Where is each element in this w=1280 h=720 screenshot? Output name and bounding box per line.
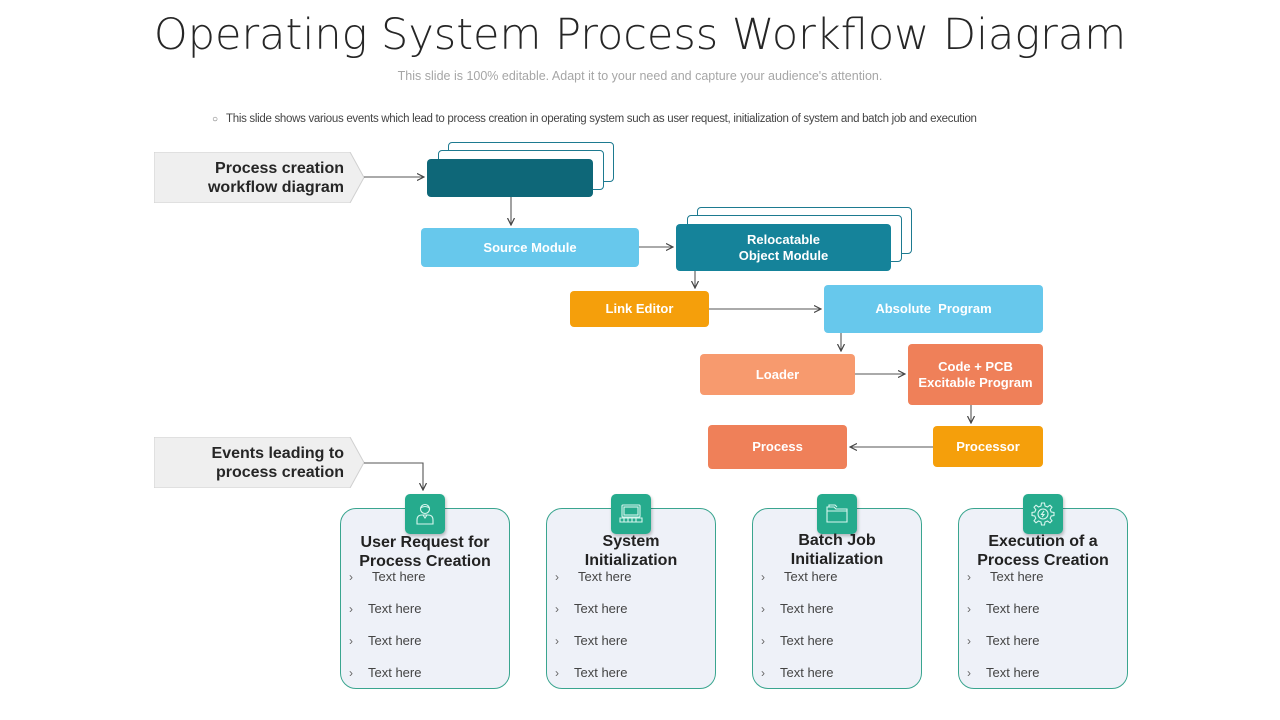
list-item: ›Text here	[555, 665, 628, 680]
page-title: Operating System Process Workflow Diagra…	[153, 10, 1127, 60]
event-card-batch-job: Batch Job Initialization ›Text here ›Tex…	[752, 494, 922, 689]
chevron-right-icon: ›	[555, 570, 559, 584]
folder-icon	[817, 494, 857, 534]
source-module-box[interactable]: Source Module	[421, 228, 639, 267]
chevron-right-icon: ›	[967, 634, 971, 648]
tag-shape	[154, 437, 365, 488]
chevron-right-icon: ›	[967, 602, 971, 616]
list-item: ›Text here	[967, 633, 1040, 648]
chevron-right-icon: ›	[555, 666, 559, 680]
chevron-right-icon: ›	[967, 666, 971, 680]
tag-shape	[154, 152, 365, 203]
list-item: ›Text here	[349, 665, 422, 680]
list-item: ›Text here	[967, 569, 1044, 584]
laptop-icon	[611, 494, 651, 534]
list-item: ›Text here	[349, 633, 422, 648]
loader-box[interactable]: Loader	[700, 354, 855, 395]
absolute-program-box[interactable]: Absolute Program	[824, 285, 1043, 333]
circle-bullet-icon: ○	[212, 114, 218, 125]
process-box[interactable]: Process	[708, 425, 847, 469]
chevron-right-icon: ›	[555, 634, 559, 648]
list-item: ›Text here	[349, 601, 422, 616]
card-title: User Request for Process Creation	[359, 534, 491, 570]
list-item: ›Text here	[967, 665, 1040, 680]
card-list: ›Text here ›Text here ›Text here ›Text h…	[753, 569, 921, 697]
chevron-right-icon: ›	[761, 570, 765, 584]
chevron-right-icon: ›	[349, 602, 353, 616]
event-card-system-initialization: System Initialization ›Text here ›Text h…	[546, 494, 716, 689]
card-title: Execution of a Process Creation	[977, 533, 1109, 569]
chevron-right-icon: ›	[967, 570, 971, 584]
arrow-events-tag-to-cards	[364, 462, 423, 490]
list-item: ›Text here	[555, 633, 628, 648]
list-item: ›Text here	[349, 569, 426, 584]
list-item: ›Text here	[761, 633, 834, 648]
event-card-user-request: User Request for Process Creation ›Text …	[340, 494, 510, 689]
chevron-right-icon: ›	[349, 634, 353, 648]
user-icon	[405, 494, 445, 534]
list-item: ›Text here	[761, 601, 834, 616]
list-item: ›Text here	[967, 601, 1040, 616]
code-pcb-box[interactable]: Code + PCB Excitable Program	[908, 344, 1043, 405]
link-editor-box[interactable]: Link Editor	[570, 291, 709, 327]
list-item: ›Text here	[761, 569, 838, 584]
top-module-box[interactable]	[427, 159, 593, 197]
chevron-right-icon: ›	[555, 602, 559, 616]
event-card-execution: Execution of a Process Creation ›Text he…	[958, 494, 1128, 689]
relocatable-object-module-box[interactable]: Relocatable Object Module	[676, 224, 891, 271]
card-list: ›Text here ›Text here ›Text here ›Text h…	[547, 569, 715, 697]
card-title: Batch Job Initialization	[790, 532, 884, 568]
description-text: This slide shows various events which le…	[226, 113, 977, 125]
gear-icon	[1023, 494, 1063, 534]
chevron-right-icon: ›	[761, 602, 765, 616]
list-item: ›Text here	[761, 665, 834, 680]
page-subtitle: This slide is 100% editable. Adapt it to…	[397, 69, 883, 83]
card-title: System Initialization	[584, 533, 678, 569]
card-list: ›Text here ›Text here ›Text here ›Text h…	[341, 569, 509, 697]
chevron-right-icon: ›	[761, 634, 765, 648]
slide-description: ○ This slide shows various events which l…	[212, 113, 977, 125]
chevron-right-icon: ›	[349, 570, 353, 584]
chevron-right-icon: ›	[349, 666, 353, 680]
card-list: ›Text here ›Text here ›Text here ›Text h…	[959, 569, 1127, 697]
chevron-right-icon: ›	[761, 666, 765, 680]
list-item: ›Text here	[555, 569, 632, 584]
processor-box[interactable]: Processor	[933, 426, 1043, 467]
list-item: ›Text here	[555, 601, 628, 616]
